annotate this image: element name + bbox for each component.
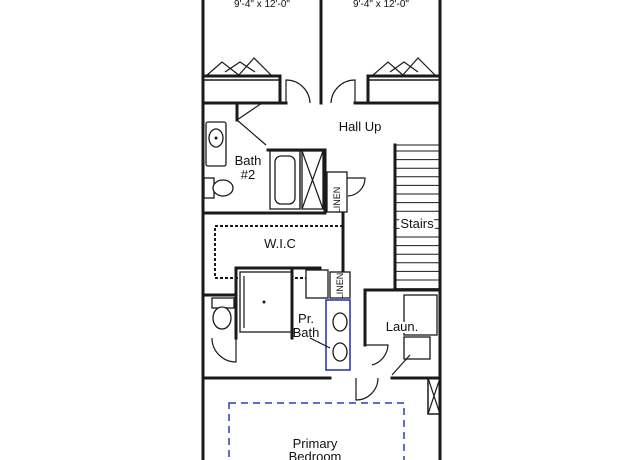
laundry-label: Laun. <box>386 319 419 334</box>
hall-label: Hall Up <box>339 119 382 134</box>
bedroom-left-dimensions: 9'-4" x 12'-0" <box>234 0 290 10</box>
left-closet <box>201 57 282 105</box>
wic-label: W.I.C <box>264 236 296 251</box>
bath-2-fixtures <box>203 121 324 210</box>
bath-2-walls <box>201 101 327 215</box>
bedroom-hall-wall <box>201 79 442 105</box>
primary-bath-label-line1: Pr. <box>298 311 314 326</box>
stairs-label: Stairs <box>400 216 434 231</box>
primary-bath: LINEN <box>201 266 351 380</box>
bath-2-label-line2: #2 <box>241 167 255 182</box>
linen-label-lower: LINEN <box>335 273 345 300</box>
bedroom-right-dimensions: 9'-4" x 12'-0" <box>353 0 409 10</box>
linen-closet-upper: LINEN <box>326 171 366 214</box>
bath-2-label-line1: Bath <box>235 153 262 168</box>
stair-treads <box>396 150 440 290</box>
right-closet <box>366 57 442 105</box>
primary-bath-label-line2: Bath <box>293 325 320 340</box>
primary-bedroom-label-line1: Primary <box>293 436 338 451</box>
primary-bedroom-label-line2: Bedroom <box>289 449 342 460</box>
tray-ceiling-outline <box>228 402 405 460</box>
primary-bedroom <box>228 377 441 460</box>
laundry <box>363 288 442 380</box>
linen-label-upper: LINEN <box>332 187 342 214</box>
